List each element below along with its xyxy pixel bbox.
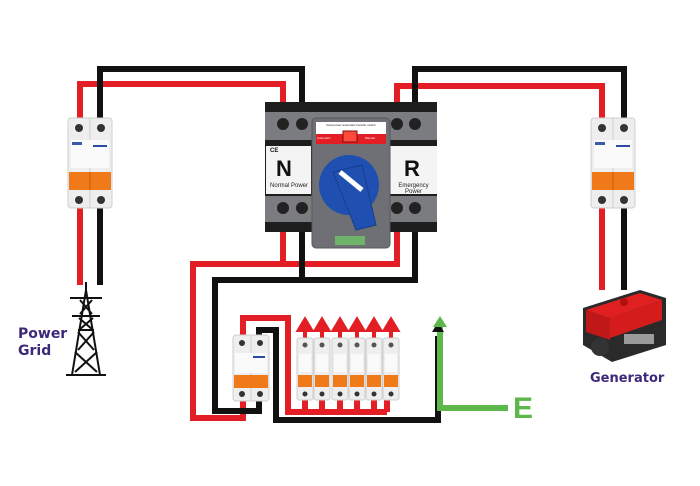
ats-neutral-output [299,225,418,283]
output-arrows [295,316,447,338]
ats-letter-n: N [276,156,292,181]
ats-mode-automatic: Automatic [317,136,331,140]
grid-neutral-wire [97,66,305,120]
grid-live-wire [77,81,286,120]
generator-neutral-wire [412,66,627,120]
ats-header-text: Dual power automatic transfer switch [326,123,376,127]
emergency-power-label-plate [389,146,437,194]
transfer-switch [265,102,437,249]
ats-neutral-feed [212,277,302,414]
selector-knob[interactable] [319,155,379,231]
power-grid-tower-icon [66,282,106,376]
branch-breaker[interactable] [331,337,349,401]
generator-label: Generator [590,371,665,386]
ce-mark: CE [270,148,279,154]
mode-toggle[interactable] [342,130,358,143]
earth-arrow-icon [433,316,447,327]
generator-icon [583,290,666,362]
ats-caption-normal: Normal Power [269,183,308,189]
grid-breaker[interactable] [67,117,113,209]
branch-arrow [295,316,401,338]
branch-breaker[interactable] [348,337,366,401]
power-grid-label: Power Grid [18,326,67,360]
branch-breaker[interactable] [313,337,331,401]
branch-breaker[interactable] [382,337,400,401]
generator-live-wire [394,83,605,120]
main-breaker[interactable] [232,334,270,402]
branch-breaker[interactable] [296,337,314,401]
wires [77,66,627,423]
branch-breakers [296,337,400,401]
normal-power-label-plate [266,146,311,194]
earth-wire [437,325,508,411]
ats-caption-emergency: Emergency Power [398,183,429,195]
power-grid-label-line1: Power [18,326,68,342]
ats-live-output [280,225,400,267]
ats-mode-manual: Manual [365,136,375,140]
power-grid-label-line2: Grid [18,343,52,359]
generator-breaker[interactable] [590,117,636,209]
ats-letter-r: R [404,156,420,181]
branch-breaker[interactable] [365,337,383,401]
terminal-block [335,236,365,245]
earth-label: E [513,392,534,425]
